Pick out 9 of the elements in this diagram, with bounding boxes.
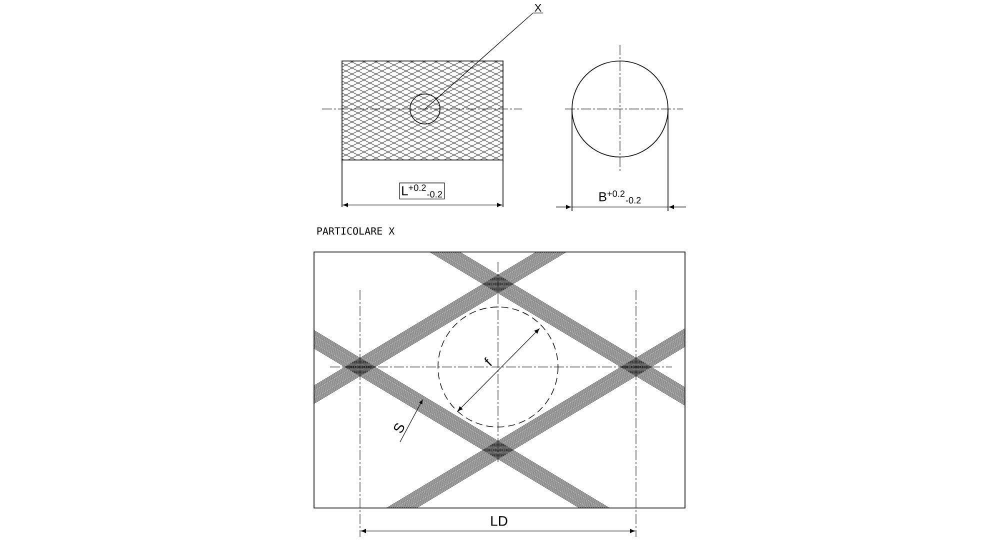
dimension-text: L$^{+0.2}$-0.2 [399,182,445,200]
leader-line [424,12,544,110]
dimension-text: S [391,420,407,436]
callout-letter: X [534,4,542,12]
dimension-text: B$^{+0.2}$-0.2 [596,188,644,205]
detail-circle [410,94,440,124]
dimension-text: f [482,356,494,368]
view-title: PARTICOLARE X [317,227,395,235]
dimension-text: LD [489,515,509,527]
